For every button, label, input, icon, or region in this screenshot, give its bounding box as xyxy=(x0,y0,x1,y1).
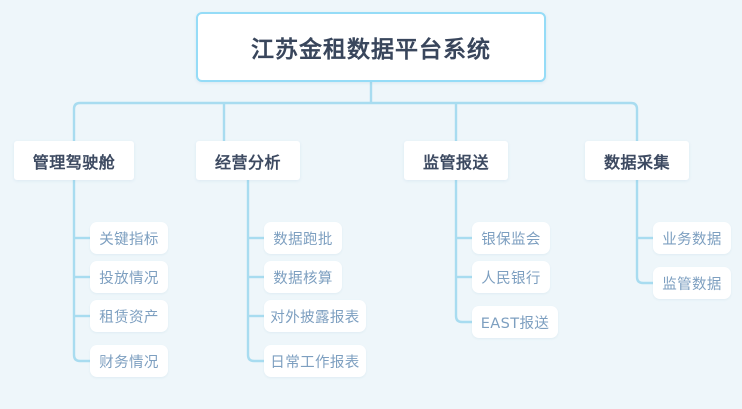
leaf-node[interactable]: 财务情况 xyxy=(90,345,168,377)
wire-spine-2 xyxy=(246,180,264,363)
leaf-node[interactable]: 对外披露报表 xyxy=(264,300,366,332)
wire-spine-1 xyxy=(72,180,90,363)
leaf-node-label: 财务情况 xyxy=(99,354,159,371)
leaf-node[interactable]: 数据跑批 xyxy=(264,222,342,254)
branch-node-data-collection[interactable]: 数据采集 xyxy=(585,141,689,180)
branch-node-label: 数据采集 xyxy=(603,152,670,172)
branch-node-management-cockpit[interactable]: 管理驾驶舱 xyxy=(14,141,134,180)
branch-node-regulatory-reporting[interactable]: 监管报送 xyxy=(404,141,508,180)
leaf-node-label: 人民银行 xyxy=(481,270,541,287)
leaf-node[interactable]: 数据核算 xyxy=(264,261,342,293)
leaf-node-label: 数据跑批 xyxy=(273,231,333,248)
leaf-node[interactable]: 关键指标 xyxy=(90,222,168,254)
leaf-node-label: 数据核算 xyxy=(273,270,333,287)
leaf-node-label: 监管数据 xyxy=(662,276,722,293)
leaf-node-label: 业务数据 xyxy=(662,231,722,248)
wire-spine-3 xyxy=(454,180,472,324)
leaf-node[interactable]: 监管数据 xyxy=(653,267,731,299)
root-node-label: 江苏金租数据平台系统 xyxy=(251,37,491,63)
leaf-node-label: EAST报送 xyxy=(480,315,550,332)
leaf-node[interactable]: 投放情况 xyxy=(90,261,168,293)
leaf-node[interactable]: 业务数据 xyxy=(653,222,731,254)
leaf-node[interactable]: 租赁资产 xyxy=(90,300,168,332)
leaf-node[interactable]: 银保监会 xyxy=(472,222,550,254)
leaf-node-label: 银保监会 xyxy=(481,231,541,248)
wire-root-bus xyxy=(72,101,639,141)
leaf-node-label: 对外披露报表 xyxy=(270,309,360,326)
branch-node-business-analysis[interactable]: 经营分析 xyxy=(196,141,300,180)
leaf-node[interactable]: 人民银行 xyxy=(472,261,550,293)
leaf-node-label: 租赁资产 xyxy=(99,309,159,326)
root-node[interactable]: 江苏金租数据平台系统 xyxy=(196,12,546,82)
leaf-node-label: 关键指标 xyxy=(99,231,159,248)
branch-node-label: 监管报送 xyxy=(422,152,489,172)
branch-node-label: 经营分析 xyxy=(214,152,281,172)
leaf-node[interactable]: EAST报送 xyxy=(472,306,558,338)
branch-node-label: 管理驾驶舱 xyxy=(32,152,116,172)
leaf-node-label: 日常工作报表 xyxy=(270,354,360,371)
wire-spine-4 xyxy=(635,180,653,285)
leaf-node[interactable]: 日常工作报表 xyxy=(264,345,366,377)
leaf-node-label: 投放情况 xyxy=(99,270,159,287)
